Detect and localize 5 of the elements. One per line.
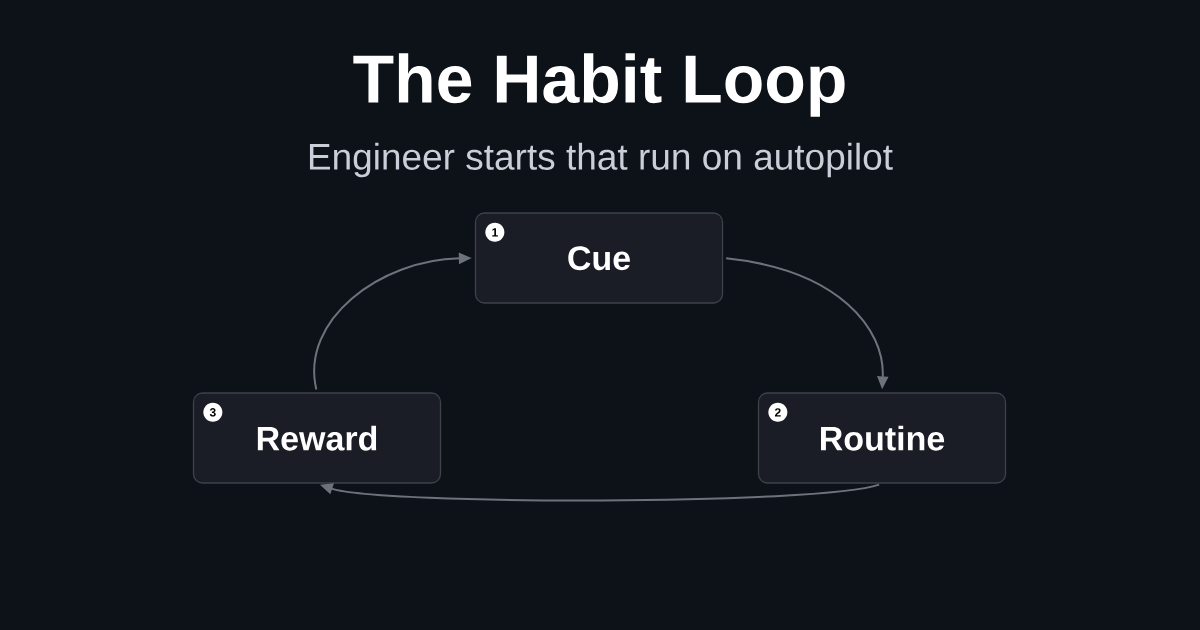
- step-number-badge: 2: [768, 402, 788, 422]
- subtitle: Engineer starts that run on autopilot: [309, 142, 893, 178]
- step-number-badge: 1: [485, 222, 505, 242]
- title: The Habit Loop: [353, 53, 845, 117]
- step-number-badge: 3: [203, 402, 223, 422]
